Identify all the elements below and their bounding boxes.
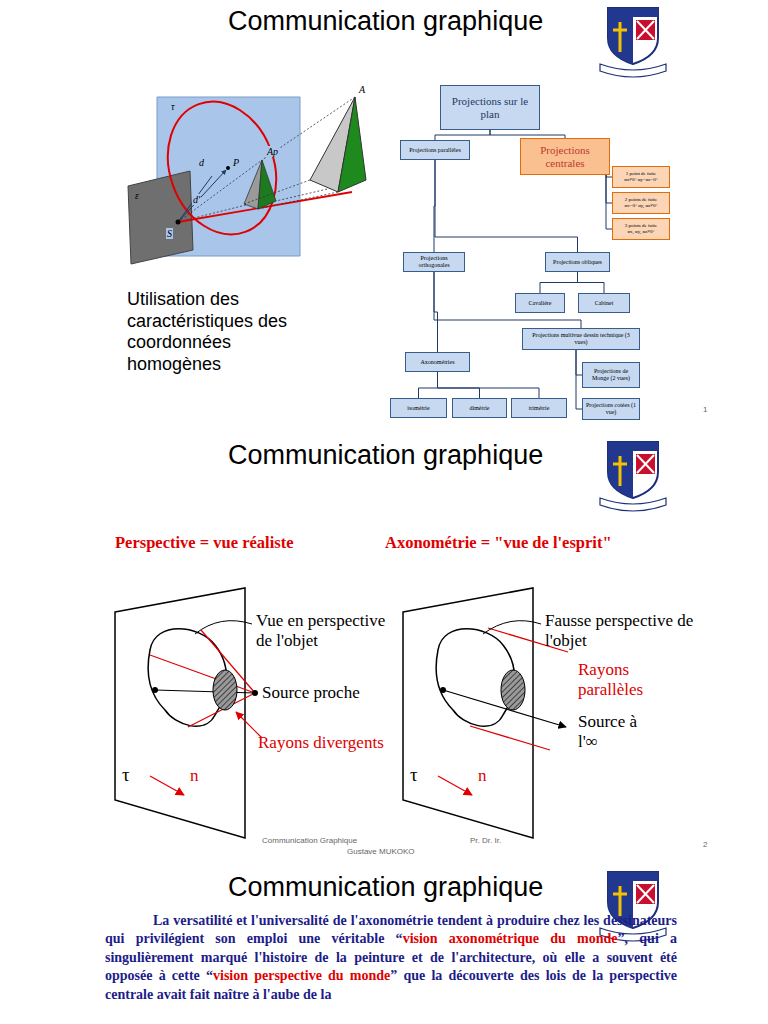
central-box: 1 point de fuiteαx≠0° αy=αz=0° bbox=[612, 166, 670, 188]
process-box: Projections cotées (1 vue) bbox=[582, 398, 640, 420]
central-box: 2 points de fuiteαx=0° αy, αz≠0° bbox=[612, 192, 670, 214]
process-box: Projections obliques bbox=[545, 252, 610, 272]
box-text: Projections parallèles bbox=[409, 147, 460, 154]
footer-text: Pr. Dr. Ir. bbox=[470, 836, 501, 845]
box-text: isométrie bbox=[407, 405, 429, 412]
box-text: Projections obliques bbox=[553, 259, 602, 266]
highlight-text: vision perspective du monde bbox=[213, 968, 390, 983]
box-text: dimétrie bbox=[470, 405, 490, 412]
process-box: trimétrie bbox=[511, 398, 567, 418]
box-text: Axonométries bbox=[421, 359, 455, 366]
box-text: Projections cotées (1 vue) bbox=[586, 402, 636, 416]
distance-letter: d' bbox=[192, 194, 201, 205]
tree-connector bbox=[578, 272, 605, 293]
box-text: Projections orthogonales bbox=[407, 255, 461, 269]
box-text: αx, αy, αz≠0° bbox=[628, 229, 655, 235]
slide-title: Communication graphique bbox=[228, 872, 543, 903]
box-text: 1 point de fuite bbox=[626, 171, 656, 177]
box-text: Cabinet bbox=[595, 300, 614, 307]
plane-letter: τ bbox=[122, 764, 130, 786]
tree-connector bbox=[434, 272, 438, 352]
box-text: Cavalière bbox=[529, 300, 552, 307]
plane-letter: τ bbox=[410, 764, 418, 786]
slide-title: Communication graphique bbox=[228, 440, 543, 471]
point-letter: A bbox=[359, 84, 365, 95]
perspective-figure bbox=[115, 588, 262, 838]
process-box: Axonométries bbox=[405, 352, 470, 372]
tree-connector bbox=[490, 130, 565, 138]
figure-callout: Fausse perspective de l'objet bbox=[545, 611, 695, 650]
figure-callout: Source proche bbox=[262, 683, 360, 703]
figure-callout: Vue en perspective de l'objet bbox=[256, 611, 396, 650]
axonometry-figure bbox=[403, 588, 568, 838]
box-text: trimétrie bbox=[529, 405, 550, 412]
figure-callout: Rayons parallèles bbox=[578, 660, 668, 699]
central-box: Projections centrales bbox=[520, 138, 610, 175]
process-box: Projections multivue dessin technique (3… bbox=[522, 328, 640, 350]
box-text: αx=0° αy, αz≠0° bbox=[624, 203, 657, 209]
box-text: Projections de Monge (2 vues) bbox=[586, 368, 636, 382]
tree-connector bbox=[540, 272, 578, 293]
process-box: Projections sur le plan bbox=[440, 85, 540, 130]
tree-connector bbox=[419, 372, 438, 398]
box-text: Projections sur le plan bbox=[444, 95, 536, 120]
distance-letter: d bbox=[198, 157, 205, 168]
plane-letter: τ bbox=[170, 101, 176, 112]
page-number: 1 bbox=[703, 405, 707, 414]
plane-letter: ε bbox=[134, 190, 140, 201]
box-text: 3 points de fuite bbox=[625, 223, 657, 229]
process-box: Projections parallèles bbox=[400, 140, 470, 160]
process-box: Projections orthogonales bbox=[403, 252, 465, 272]
process-box: dimétrie bbox=[452, 398, 507, 418]
tree-connector bbox=[434, 272, 581, 328]
slide-title: Communication graphique bbox=[228, 6, 543, 37]
process-box: Cabinet bbox=[578, 293, 630, 313]
footer-text: Gustave MUKOKO bbox=[347, 847, 415, 856]
central-box: 3 points de fuiteαx, αy, αz≠0° bbox=[612, 218, 670, 240]
tree-connector bbox=[438, 372, 480, 398]
normal-letter: n bbox=[190, 766, 199, 786]
figure-caption: Utilisation des caractéristiques des coo… bbox=[127, 289, 327, 375]
projection-figure bbox=[128, 86, 366, 264]
process-box: Projections de Monge (2 vues) bbox=[582, 362, 640, 388]
box-text: Projections multivue dessin technique (3… bbox=[526, 332, 636, 346]
tree-connector bbox=[435, 130, 490, 140]
figure-heading: Axonométrie = "vue de l'esprit" bbox=[385, 533, 612, 553]
figure-heading: Perspective = vue réaliste bbox=[115, 533, 293, 553]
point-letter: P bbox=[232, 157, 240, 168]
box-text: 2 points de fuite bbox=[625, 197, 657, 203]
box-text: αx≠0° αy=αz=0° bbox=[624, 177, 658, 183]
point-letter: S bbox=[166, 228, 173, 239]
process-box: Cavalière bbox=[515, 293, 565, 313]
point-letter: Ap bbox=[266, 146, 279, 157]
body-paragraph: La versatilité et l'universalité de l'ax… bbox=[105, 912, 677, 1004]
box-text: Projections centrales bbox=[524, 144, 606, 169]
figure-callout: Rayons divergents bbox=[258, 733, 384, 753]
figure-callout: Source à l'∞ bbox=[578, 712, 648, 751]
process-box: isométrie bbox=[390, 398, 447, 418]
normal-letter: n bbox=[478, 766, 487, 786]
tree-connector bbox=[438, 372, 540, 398]
page-number: 2 bbox=[703, 840, 707, 849]
highlight-text: vision axonométrique du monde bbox=[403, 931, 618, 946]
footer-text: Communication Graphique bbox=[262, 836, 357, 845]
